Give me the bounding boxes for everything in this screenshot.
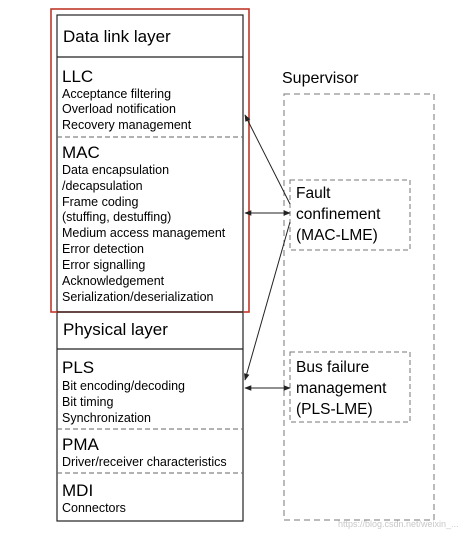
- bus-failure-label: (PLS-LME): [296, 401, 373, 418]
- mac-item: Acknowledgement: [62, 274, 165, 288]
- pls-item: Synchronization: [62, 411, 151, 425]
- llc-item: Recovery management: [62, 118, 192, 132]
- pls-title: PLS: [62, 358, 94, 377]
- supervisor-title: Supervisor: [282, 70, 359, 87]
- fault-confinement-label: Fault: [296, 185, 331, 202]
- mac-title: MAC: [62, 143, 100, 162]
- pls-item: Bit encoding/decoding: [62, 379, 185, 393]
- mac-item: (stuffing, destuffing): [62, 210, 171, 224]
- physical-layer-title: Physical layer: [63, 320, 168, 339]
- arrow-fault-to-pls: [244, 221, 291, 381]
- mac-item: /decapsulation: [62, 179, 143, 193]
- mac-item: Medium access management: [62, 226, 226, 240]
- llc-item: Acceptance filtering: [62, 87, 171, 101]
- llc-title: LLC: [62, 67, 93, 86]
- mac-item: Error signalling: [62, 258, 145, 272]
- pma-item: Driver/receiver characteristics: [62, 455, 227, 469]
- mdi-title: MDI: [62, 481, 93, 500]
- fault-confinement-label: confinement: [296, 206, 381, 223]
- fault-confinement-label: (MAC-LME): [296, 227, 378, 244]
- mac-item: Frame coding: [62, 195, 138, 209]
- layer-stack-outline: [56, 14, 244, 522]
- mdi-item: Connectors: [62, 501, 126, 515]
- pma-title: PMA: [62, 435, 100, 454]
- mac-item: Data encapsulation: [62, 163, 169, 177]
- arrow-fault-to-llc: [244, 114, 291, 205]
- watermark: https://blog.csdn.net/weixin_...: [338, 519, 459, 529]
- fault-confinement-box: [289, 179, 411, 251]
- pls-item: Bit timing: [62, 395, 113, 409]
- mac-item: Serialization/deserialization: [62, 290, 214, 304]
- supervisor-frame: [283, 93, 435, 521]
- bus-failure-label: management: [296, 380, 387, 397]
- llc-item: Overload notification: [62, 102, 176, 116]
- bus-failure-box: [289, 351, 411, 423]
- data-link-layer-title: Data link layer: [63, 27, 171, 46]
- mac-item: Error detection: [62, 242, 144, 256]
- bus-failure-label: Bus failure: [296, 359, 369, 376]
